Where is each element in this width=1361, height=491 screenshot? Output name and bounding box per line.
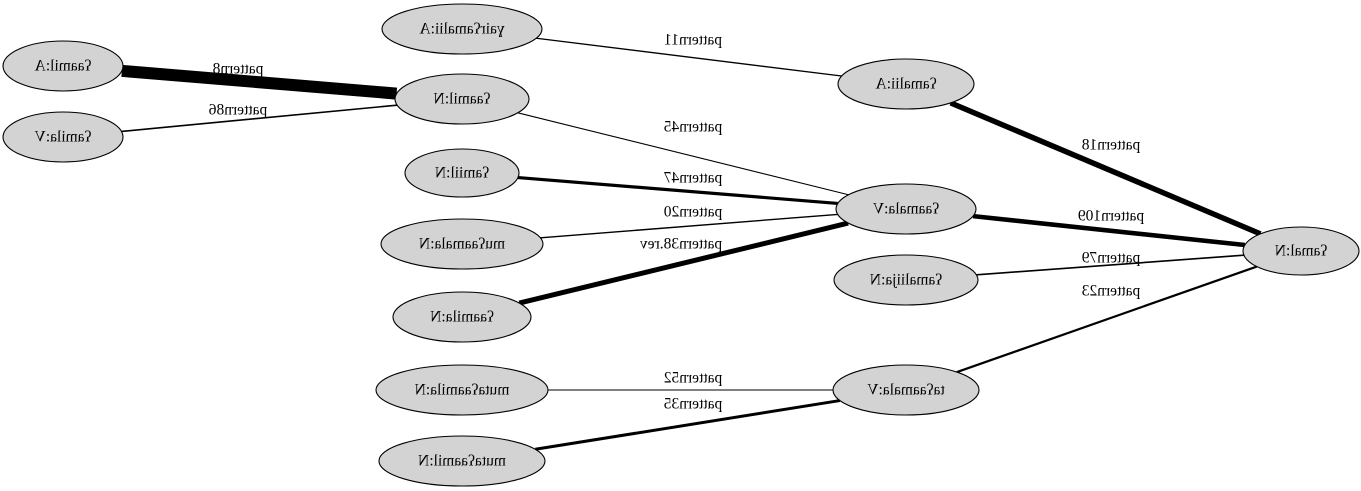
edge-label: pattern20 <box>663 204 722 221</box>
edge-label: pattern79 <box>1081 250 1140 267</box>
node-label: ʕamal:N <box>1275 243 1328 260</box>
edge-label: pattern18 <box>1081 137 1140 154</box>
node-label: ʕaamala:V <box>872 201 939 218</box>
graph-node[interactable]: ʕaamil:N <box>394 73 530 125</box>
graph-node[interactable]: ɣairʕamalii:A <box>381 3 543 55</box>
graph-node[interactable]: ʕamal:N <box>1242 226 1360 276</box>
node-label: muʕaamala:N <box>419 236 505 253</box>
node-ellipse <box>381 3 543 55</box>
graph-node[interactable]: ʕamaliija:N <box>833 254 979 306</box>
edge-label: pattern8 <box>212 61 263 78</box>
graph-node[interactable]: ʕaamala:V <box>835 183 977 235</box>
node-ellipse <box>2 40 124 92</box>
edge-label: pattern23 <box>1081 283 1140 300</box>
node-ellipse <box>832 364 980 416</box>
graph-edge <box>121 104 398 133</box>
node-label: ʕaamil:A <box>34 58 92 75</box>
edge-label: pattern52 <box>664 370 723 387</box>
graph-node[interactable]: mutaʕaamila:N <box>375 364 549 416</box>
edge-label: pattern86 <box>208 102 267 119</box>
node-ellipse <box>394 73 530 125</box>
node-ellipse <box>380 218 544 270</box>
graph-edge <box>518 220 849 306</box>
graph-node[interactable]: taʕaamala:V <box>832 364 980 416</box>
edges-layer <box>121 37 1262 451</box>
node-label: mutaʕaamil:N <box>418 453 506 470</box>
graph-edge <box>517 175 838 206</box>
node-ellipse <box>392 291 532 343</box>
node-label: ʕamila:V <box>34 129 92 146</box>
graph-node[interactable]: ʕamila:V <box>2 111 124 163</box>
edge-label: pattern45 <box>663 119 722 136</box>
graph-edge <box>540 213 838 239</box>
graph-edge <box>536 37 842 77</box>
edge-label: pattern47 <box>663 170 722 187</box>
edge-label: pattern38.rev <box>640 236 722 253</box>
graph-edge <box>949 100 1262 237</box>
graph-edge <box>976 254 1244 276</box>
node-ellipse <box>835 183 977 235</box>
node-label: ʕamaliija:N <box>870 272 942 289</box>
graph-edge <box>535 399 841 451</box>
node-ellipse <box>837 58 975 110</box>
graph-edge <box>972 213 1246 248</box>
edge-labels-layer: pattern18 pattern109 pattern79 pattern23 pat… <box>208 32 1144 413</box>
node-ellipse <box>1242 226 1360 276</box>
node-label: taʕaamala:V <box>866 382 944 399</box>
graph-edge <box>121 64 398 100</box>
node-label: ʕaamil:N <box>434 91 491 108</box>
node-label: ɣairʕamalii:A <box>419 21 505 38</box>
edge-label: pattern11 <box>664 32 722 49</box>
graph-edge <box>517 112 849 196</box>
node-label: ʕaamila:N <box>430 309 494 326</box>
nodes-layer: ʕamal:N ʕamalii:A ɣairʕamalii:A ʕaamala:V ʕa… <box>2 3 1360 487</box>
graph-node[interactable]: mutaʕaamil:N <box>378 435 546 487</box>
graph-edge <box>956 265 1258 374</box>
graph-node[interactable]: ʕaamil:A <box>2 40 124 92</box>
mirrored-graph-root: ʕamal:N ʕamalii:A ɣairʕamalii:A ʕaamala:V ʕa… <box>2 3 1360 487</box>
edge-label: pattern109 <box>1078 208 1145 225</box>
node-label: mutaʕaamila:N <box>415 382 510 399</box>
node-ellipse <box>378 435 546 487</box>
graph-node[interactable]: ʕamiil:N <box>404 148 520 198</box>
node-label: ʕamalii:A <box>875 76 937 93</box>
node-ellipse <box>2 111 124 163</box>
node-ellipse <box>375 364 549 416</box>
graph-node[interactable]: muʕaamala:N <box>380 218 544 270</box>
node-label: ʕamiil:N <box>435 165 489 182</box>
edge-label: pattern35 <box>663 396 722 413</box>
graph-node[interactable]: ʕaamila:N <box>392 291 532 343</box>
graph-node[interactable]: ʕamalii:A <box>837 58 975 110</box>
node-ellipse <box>833 254 979 306</box>
node-ellipse <box>404 148 520 198</box>
